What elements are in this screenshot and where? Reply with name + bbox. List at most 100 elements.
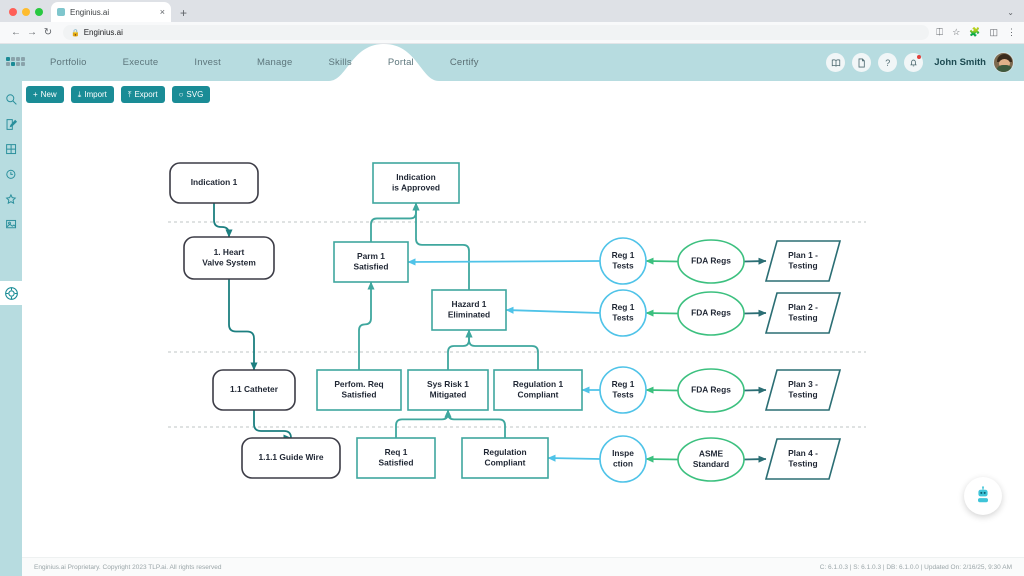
maximize-window-icon[interactable] — [35, 8, 43, 16]
node-label: Reg 1 — [612, 250, 635, 260]
address-bar[interactable]: 🔒 Enginius.ai — [63, 25, 929, 40]
share-icon[interactable]: ⎅ — [935, 27, 944, 37]
diagram-node[interactable]: 1.1.1 Guide Wire — [241, 437, 341, 479]
sidebar-item-certify[interactable] — [0, 281, 22, 305]
clock-history-icon[interactable] — [0, 162, 22, 187]
diagram-node[interactable]: FDA Regs — [677, 291, 745, 336]
node-shape — [372, 162, 460, 204]
import-button[interactable]: ⤓ Import — [70, 86, 114, 103]
new-tab-icon[interactable]: + — [180, 6, 188, 20]
diagram-node[interactable]: Plan 1 -Testing — [764, 240, 842, 282]
node-label: Req 1 — [385, 447, 408, 457]
nav-item-manage[interactable]: Manage — [256, 57, 293, 68]
browser-tabstrip: Enginius.ai × + ⌄ — [0, 0, 1024, 22]
node-label: is Approved — [392, 182, 440, 192]
star-favorite-icon[interactable] — [0, 187, 22, 212]
node-label: Reg 1 — [612, 302, 635, 312]
node-shape — [764, 369, 842, 411]
grid-table-icon[interactable] — [0, 137, 22, 162]
document-icon[interactable] — [852, 53, 872, 72]
help-icon[interactable]: ? — [878, 53, 898, 72]
diagram-edge — [645, 386, 679, 394]
chrome-menu-icon[interactable]: ⋮ — [1007, 27, 1016, 37]
chatbot-assistant-button[interactable] — [964, 477, 1002, 515]
nav-item-portal[interactable]: Portal — [387, 57, 414, 68]
nav-item-certify[interactable]: Certify — [449, 57, 479, 68]
node-label: Perfom. Req — [334, 379, 383, 389]
user-name[interactable]: John Smith — [934, 57, 986, 68]
diagram-node[interactable]: FDA Regs — [677, 368, 745, 413]
nav-item-portfolio[interactable]: Portfolio — [50, 57, 87, 68]
node-shape — [764, 292, 842, 334]
close-tab-icon[interactable]: × — [159, 6, 165, 17]
node-shape — [599, 289, 647, 337]
node-label: Tests — [612, 389, 634, 399]
header-actions: ? John Smith — [826, 44, 1014, 81]
circle-icon: ○ — [178, 89, 184, 99]
search-explore-icon[interactable] — [0, 87, 22, 112]
diagram-node[interactable]: Plan 3 -Testing — [764, 369, 842, 411]
nav-item-execute[interactable]: Execute — [122, 57, 159, 68]
new-button[interactable]: + New — [26, 86, 64, 103]
notifications-bell-icon[interactable] — [904, 53, 924, 72]
node-label: Plan 2 - — [788, 302, 818, 312]
diagram-node[interactable]: Plan 4 -Testing — [764, 438, 842, 480]
node-label: Indication — [396, 172, 436, 182]
export-button-label: Export — [134, 90, 158, 99]
main-nav: Portfolio Execute Invest Manage Skills P… — [32, 44, 497, 81]
node-label: Tests — [612, 260, 634, 270]
edit-document-icon[interactable] — [0, 112, 22, 137]
extensions-puzzle-icon[interactable]: 🧩 — [969, 27, 981, 37]
diagram-node[interactable]: FDA Regs — [677, 239, 745, 284]
nav-item-invest[interactable]: Invest — [194, 57, 221, 68]
node-shape — [407, 369, 489, 411]
diagram-node[interactable]: 1.1 Catheter — [212, 369, 296, 411]
chevron-down-icon[interactable]: ⌄ — [1007, 8, 1014, 17]
back-icon[interactable]: ← — [11, 27, 21, 38]
node-shape — [169, 162, 259, 204]
browser-tab[interactable]: Enginius.ai × — [51, 2, 171, 22]
active-tab-bump — [329, 44, 439, 81]
node-label: Mitigated — [430, 389, 467, 399]
image-card-icon[interactable] — [0, 212, 22, 237]
export-button[interactable]: ⤒ Export — [120, 86, 165, 103]
plus-icon: + — [33, 89, 38, 99]
window-traffic-lights[interactable] — [0, 8, 51, 22]
node-label: FDA Regs — [691, 308, 731, 318]
forward-icon[interactable]: → — [27, 27, 37, 38]
nav-item-skills[interactable]: Skills — [328, 57, 352, 68]
svg-button[interactable]: ○ SVG — [171, 86, 211, 103]
side-panel-icon[interactable]: ◫ — [989, 27, 998, 37]
bookmark-star-icon[interactable]: ☆ — [952, 27, 961, 37]
diagram-edge — [547, 454, 601, 462]
diagram-edge — [743, 455, 767, 463]
enginius-logo[interactable] — [4, 49, 26, 73]
app-header: Portfolio Execute Invest Manage Skills P… — [0, 44, 1024, 81]
node-shape — [599, 435, 647, 483]
minimize-window-icon[interactable] — [22, 8, 30, 16]
diagram-edge — [407, 258, 601, 266]
diagram-node[interactable]: Indication 1 — [169, 162, 259, 204]
avatar[interactable] — [993, 52, 1014, 73]
close-window-icon[interactable] — [9, 8, 17, 16]
book-icon[interactable] — [826, 53, 846, 72]
reload-icon[interactable]: ↻ — [43, 27, 53, 38]
diagram-node[interactable]: Plan 2 -Testing — [764, 292, 842, 334]
